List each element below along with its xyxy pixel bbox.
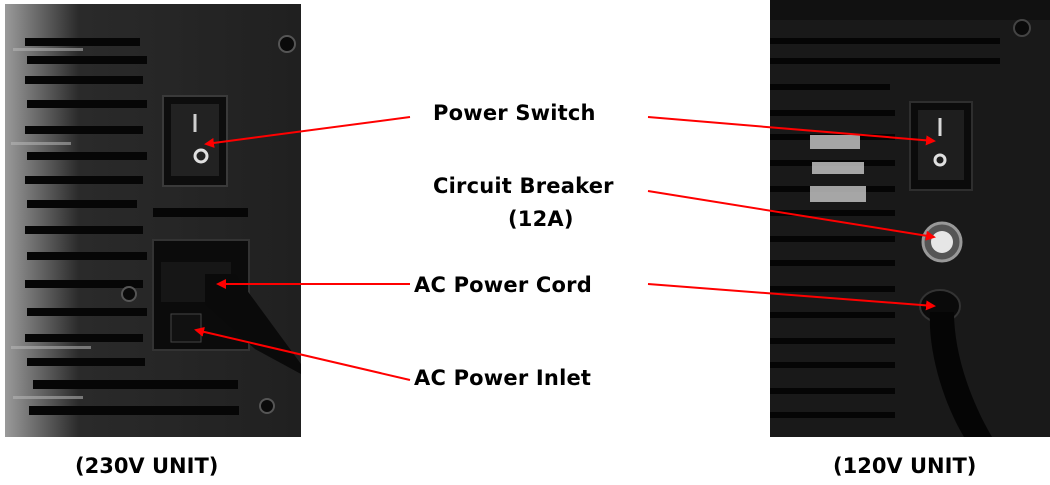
circuit-breaker-120v [921,221,963,263]
unit-120v-photo [770,0,1050,437]
label-circuit-breaker-rating: (12A) [508,207,574,231]
vent-slots [25,38,248,415]
power-switch-230v [162,95,228,187]
label-ac-power-inlet: AC Power Inlet [414,366,592,390]
label-ac-power-cord: AC Power Cord [414,273,592,297]
power-switch-120v [909,101,973,191]
label-power-switch: Power Switch [433,101,596,125]
unit-230v-photo [5,4,301,437]
caption-230v-unit: (230V UNIT) [75,454,219,478]
label-circuit-breaker: Circuit Breaker [433,174,614,198]
caption-120v-unit: (120V UNIT) [833,454,977,478]
